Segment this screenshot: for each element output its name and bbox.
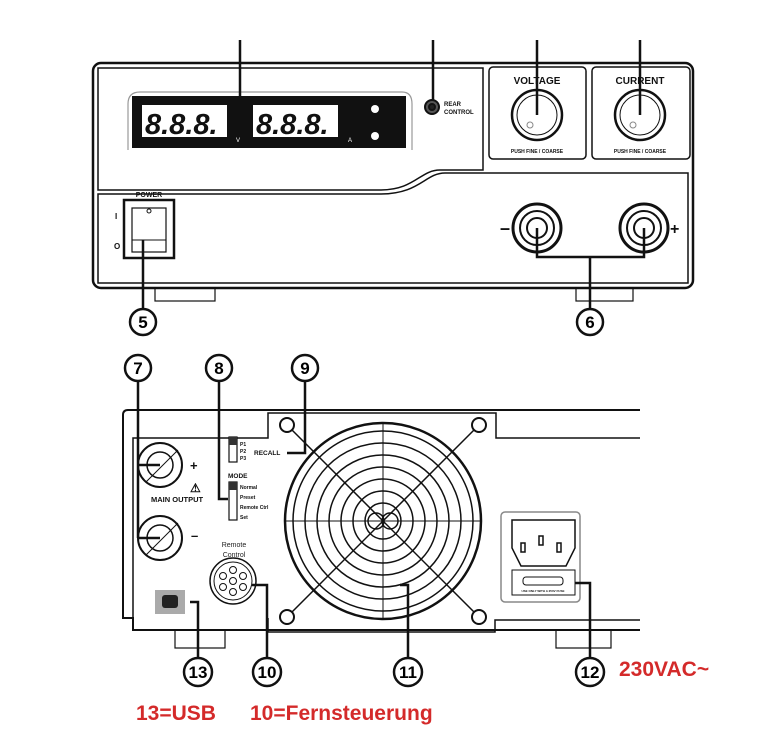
- mode-preset: Preset: [240, 495, 256, 501]
- power-switch: [122, 198, 176, 260]
- callout-11: [392, 656, 424, 688]
- mode-label: MODE: [228, 473, 248, 480]
- callout-10: [251, 656, 283, 688]
- remote-label-2: Control: [223, 552, 246, 559]
- fuse-text: USE ONLY WITH A 250V FUSE: [522, 589, 565, 593]
- current-label: CURRENT: [616, 76, 665, 87]
- remote-note: 10=Fernsteuerung: [250, 702, 433, 725]
- current-readout: 8.8.8.: [256, 109, 329, 141]
- fan: [279, 417, 487, 625]
- voltage-knob-caption: PUSH FINE / COARSE: [511, 149, 564, 155]
- rear-minus: –: [191, 528, 198, 543]
- mode-normal: Normal: [240, 485, 258, 491]
- rear-panel: [122, 353, 640, 688]
- callout-5-text: 5: [138, 313, 147, 332]
- front-minus: –: [500, 218, 510, 238]
- rear-control-label-2: CONTROL: [444, 110, 474, 116]
- front-leader-lines: [141, 40, 646, 308]
- usb-note: 13=USB: [136, 702, 216, 725]
- preset-p2: P2: [240, 449, 246, 455]
- current-knob-caption: PUSH FINE / COARSE: [614, 149, 667, 155]
- lower-panel: [97, 172, 689, 284]
- callout-6: [575, 307, 605, 337]
- display-panel: [97, 67, 484, 191]
- callout-11-text: 11: [399, 663, 417, 682]
- switch-on-mark: I: [115, 212, 117, 221]
- callout-7-text: 7: [133, 359, 142, 378]
- mode-remote-ctrl: Remote Ctrl: [240, 505, 269, 511]
- cv-led: [371, 105, 379, 113]
- rear-leader-lines: [136, 382, 592, 658]
- recall-label: RECALL: [254, 450, 280, 457]
- callout-8: [204, 353, 234, 383]
- callout-12-text: 12: [581, 663, 600, 682]
- unit-v: V: [236, 138, 240, 144]
- unit-a: A: [348, 138, 352, 144]
- callout-5: [128, 307, 158, 337]
- remote-label-1: Remote: [222, 542, 247, 549]
- callout-9-text: 9: [300, 359, 309, 378]
- callout-13: [182, 656, 214, 688]
- preset-p3: P3: [240, 456, 246, 462]
- warning-icon: ⚠: [190, 481, 201, 495]
- main-output-label: MAIN OUTPUT: [151, 495, 203, 504]
- remote-connector: [209, 557, 257, 605]
- callout-12: [574, 656, 606, 688]
- callout-6-text: 6: [585, 313, 594, 332]
- voltage-readout: 8.8.8.: [145, 109, 218, 141]
- cc-led: [371, 132, 379, 140]
- callout-10-text: 10: [258, 663, 277, 682]
- preset-p1: P1: [240, 442, 246, 448]
- front-panel: [91, 40, 695, 337]
- callout-13-text: 13: [189, 663, 208, 682]
- callout-9: [290, 353, 320, 383]
- callout-7: [123, 353, 153, 383]
- voltage-label: VOLTAGE: [514, 76, 561, 87]
- mode-set: Set: [240, 515, 248, 521]
- switch-off-mark: O: [114, 242, 120, 251]
- rear-control-label-1: REAR: [444, 102, 462, 108]
- power-label: POWER: [136, 192, 162, 199]
- callout-8-text: 8: [214, 359, 223, 378]
- rear-plus: +: [190, 458, 198, 473]
- voltage-input-note: 230VAC~: [619, 658, 710, 681]
- front-plus: +: [670, 221, 679, 238]
